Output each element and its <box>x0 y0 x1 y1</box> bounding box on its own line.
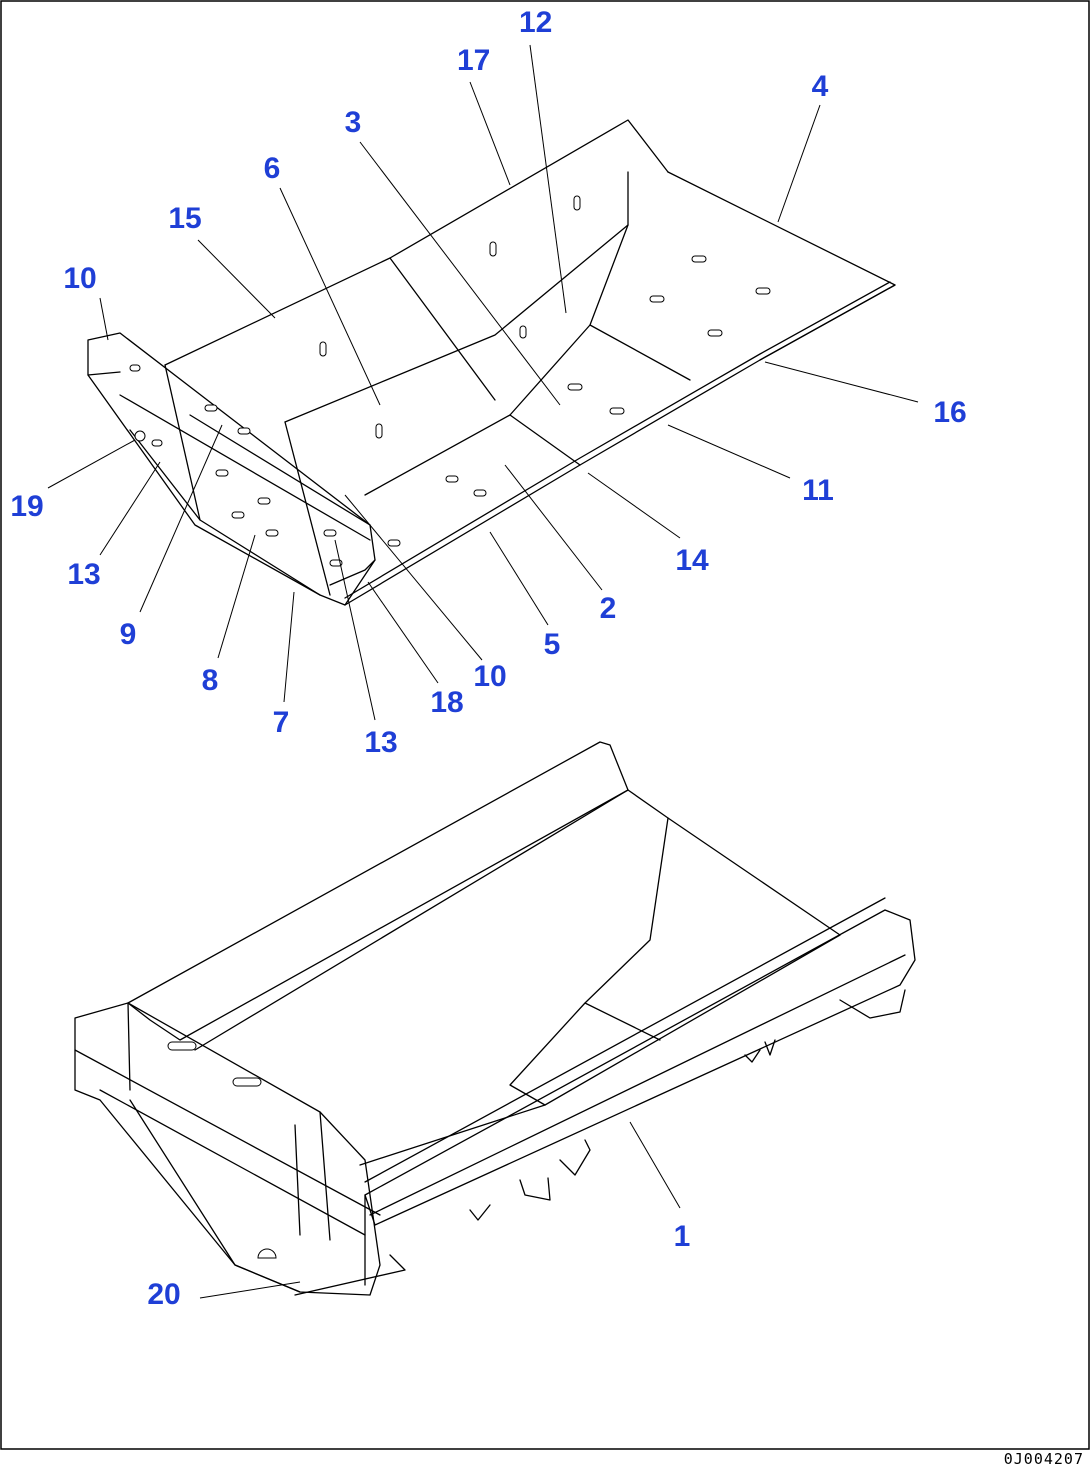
callout-8: 8 <box>202 664 219 697</box>
callout-12: 12 <box>519 6 552 39</box>
callout-5: 5 <box>544 628 561 661</box>
callout-3: 3 <box>345 106 362 139</box>
callout-13-bottom: 13 <box>364 726 397 759</box>
callout-7: 7 <box>273 706 290 739</box>
callout-10-top: 10 <box>63 262 96 295</box>
callout-15: 15 <box>168 202 201 235</box>
callout-1: 1 <box>674 1220 691 1253</box>
callout-19: 19 <box>10 490 43 523</box>
drawing-id: 0J004207 <box>1004 1450 1084 1468</box>
callout-17: 17 <box>457 44 490 77</box>
callout-18: 18 <box>430 686 463 719</box>
callout-10-bottom: 10 <box>473 660 506 693</box>
callout-20: 20 <box>147 1278 180 1311</box>
callout-labels: 12 17 4 3 6 15 10 16 19 11 13 14 9 2 5 8… <box>10 6 966 1311</box>
callout-16: 16 <box>933 396 966 429</box>
leader-lines <box>47 44 919 1299</box>
callout-9: 9 <box>120 618 137 651</box>
callout-13-left: 13 <box>67 558 100 591</box>
callout-4: 4 <box>812 70 829 103</box>
callout-14: 14 <box>675 544 709 577</box>
exploded-liner-assembly <box>87 119 896 606</box>
callout-6: 6 <box>264 152 281 185</box>
callout-11: 11 <box>802 474 834 507</box>
callout-2: 2 <box>600 592 617 625</box>
dump-body-assembly <box>74 741 916 1296</box>
